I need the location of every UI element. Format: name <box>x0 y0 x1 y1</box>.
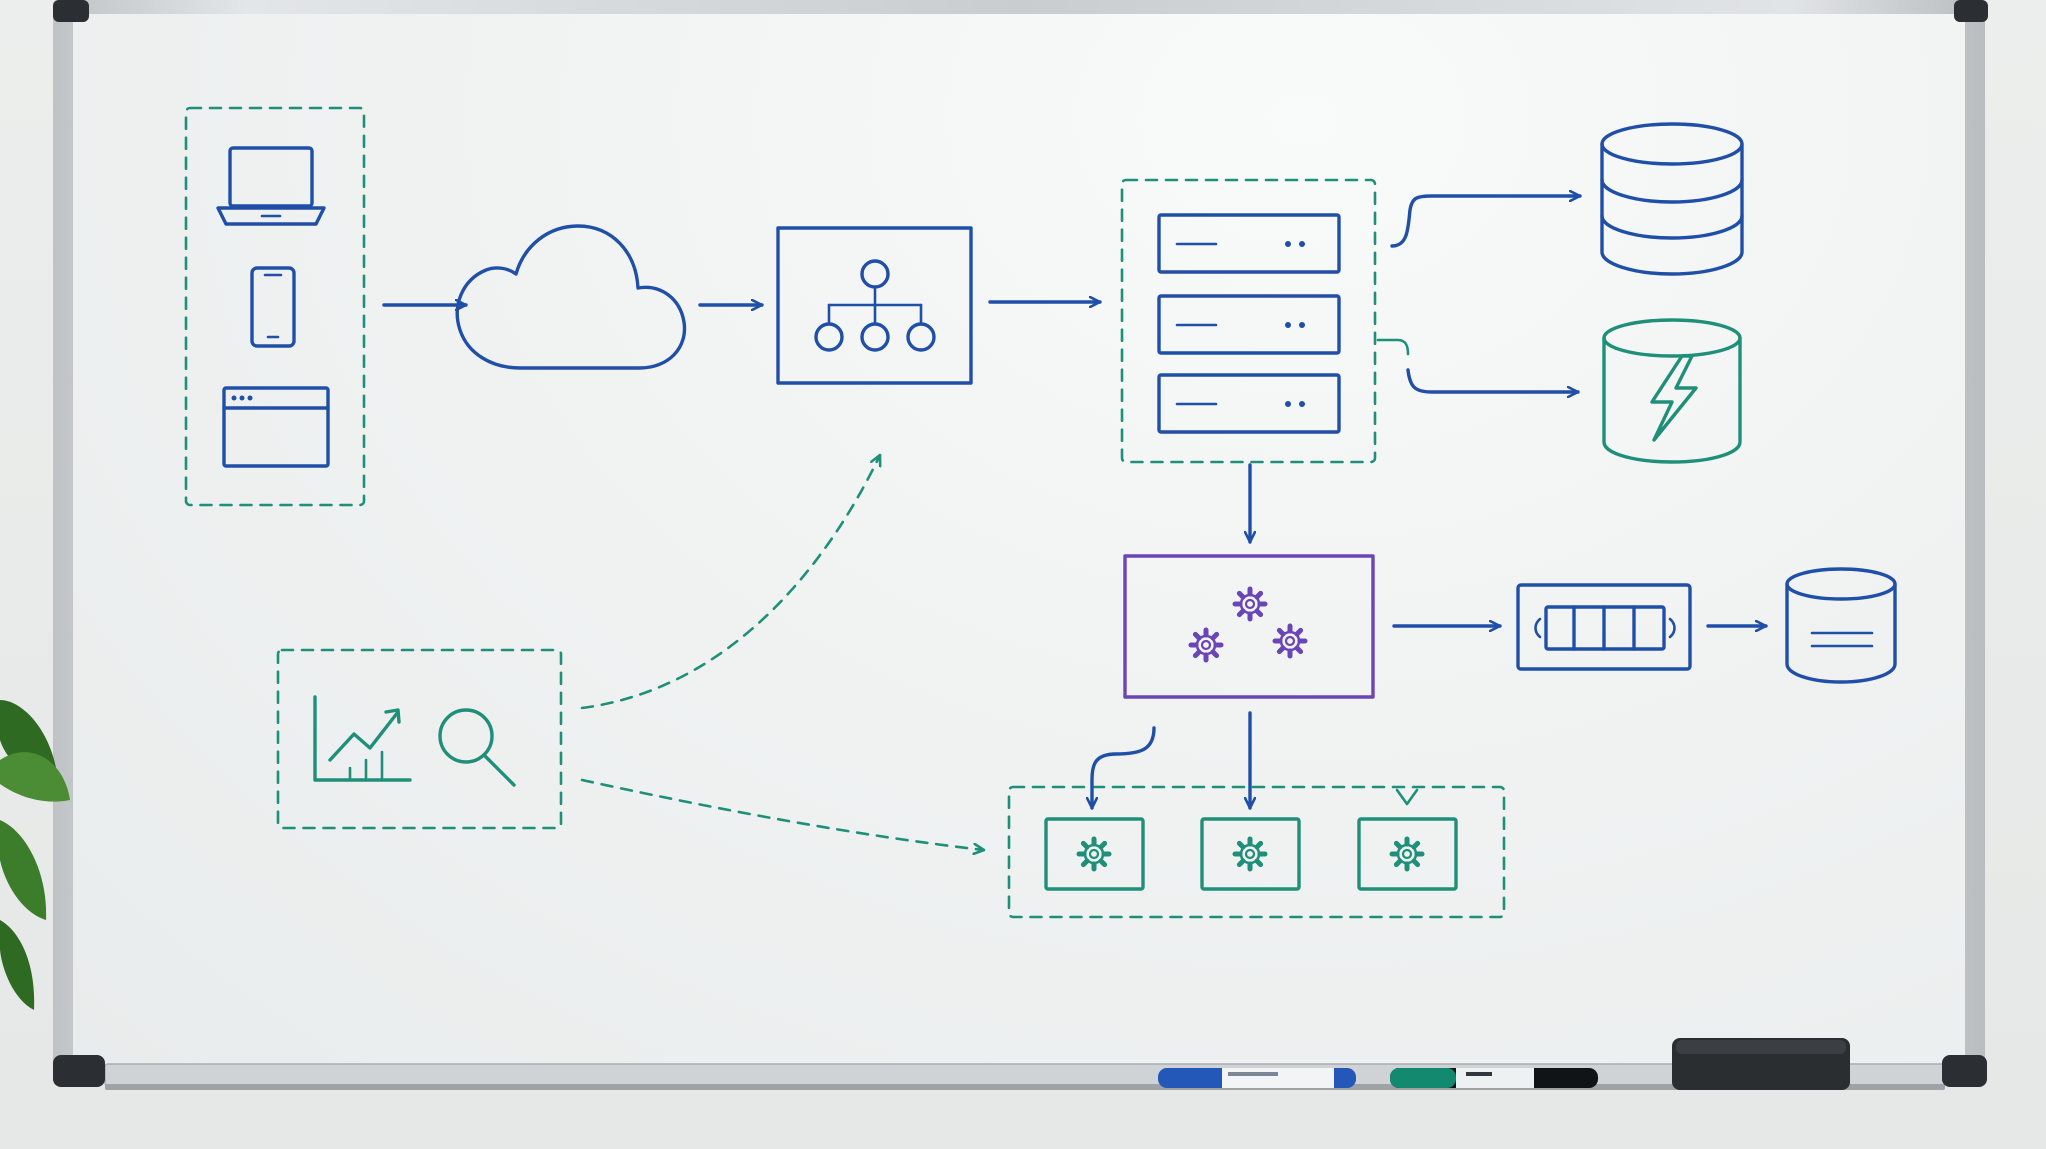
app-server-group-box <box>1120 178 1377 464</box>
hierarchy-icon <box>814 259 936 352</box>
database-icon <box>1600 122 1744 276</box>
service-group <box>1007 785 1506 919</box>
frame-corner-bottom-left <box>53 1055 105 1087</box>
arrow-workers-to-service-1 <box>1092 726 1156 810</box>
magnifier-icon <box>438 708 516 787</box>
frame-corner-top-left <box>53 0 89 22</box>
service-box-2 <box>1200 817 1301 891</box>
whiteboard-surface <box>73 14 1965 1064</box>
chart-trend-icon <box>313 695 412 782</box>
client-group <box>184 106 366 507</box>
laptop-icon <box>216 146 326 226</box>
monitoring-group-box <box>276 648 563 830</box>
gear-icon <box>1235 839 1265 869</box>
server-rack-icon <box>1157 213 1341 434</box>
connector-servers-to-cache <box>1376 338 1410 356</box>
frame-corner-top-right <box>1954 0 1988 22</box>
arrow-into-service-3 <box>1395 788 1419 806</box>
message-queue-icon <box>1516 583 1692 671</box>
service-group-box <box>1007 785 1506 919</box>
gear-icon <box>1392 839 1422 869</box>
frame-corner-bottom-right <box>1942 1055 1987 1087</box>
phone-icon <box>250 266 296 348</box>
gears-icon <box>1191 589 1305 660</box>
blue-marker[interactable] <box>1158 1068 1356 1088</box>
worker-pool <box>1123 554 1375 699</box>
worker-pool-box <box>1123 554 1375 699</box>
cache-lightning-icon <box>1602 318 1742 464</box>
load-balancer <box>776 226 973 385</box>
green-marker[interactable] <box>1390 1068 1598 1088</box>
service-box-3 <box>1357 817 1458 891</box>
cloud-icon <box>455 224 687 370</box>
database-icon <box>1785 567 1897 684</box>
arrow-servers-to-database <box>1390 196 1582 248</box>
client-group-box <box>184 106 366 507</box>
eraser[interactable] <box>1672 1038 1850 1090</box>
gear-icon <box>1079 839 1109 869</box>
service-box-1 <box>1044 817 1145 891</box>
browser-window-icon <box>222 386 330 468</box>
load-balancer-box <box>776 226 973 385</box>
arrow-monitoring-to-services <box>580 778 986 850</box>
app-server-group <box>1120 178 1377 464</box>
arrow-servers-to-cache <box>1406 368 1580 392</box>
arrow-monitoring-to-load-balancer <box>580 453 880 710</box>
monitoring-group <box>276 648 563 830</box>
plant-leaves <box>0 700 70 1010</box>
